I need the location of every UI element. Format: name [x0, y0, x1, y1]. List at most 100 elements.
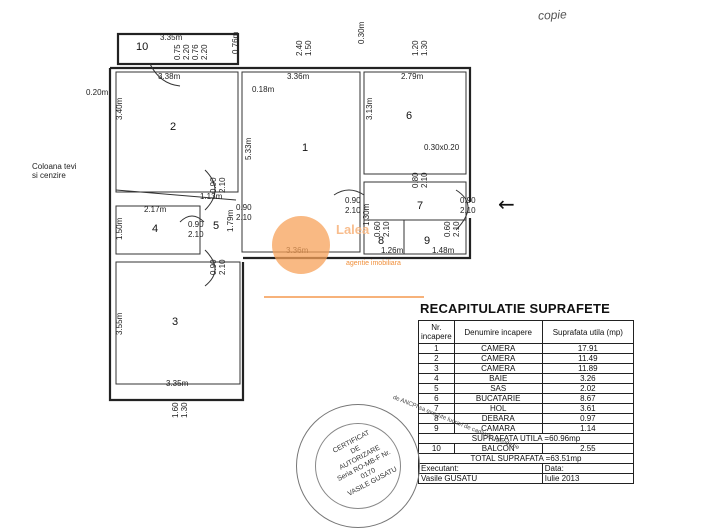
dim-r4-height: 1.50m [115, 217, 124, 240]
stamp-inner-ring [315, 423, 401, 509]
room-number-2: 2 [170, 121, 176, 133]
dim-r1-height: 5.33m [244, 137, 253, 160]
svg-text:1.20: 1.20 [411, 40, 420, 56]
dim-r1-width-top: 3.36m [287, 72, 310, 81]
cell-suprafata: 11.89 [541, 363, 635, 374]
dim-r2-height: 3.40m [115, 97, 124, 120]
svg-text:2.10: 2.10 [460, 206, 476, 215]
svg-text:2.10: 2.10 [452, 221, 461, 237]
svg-text:0.90: 0.90 [236, 203, 252, 212]
header-nr: Nr. incapere [418, 320, 455, 344]
opening-door-r6: 0.80 2.10 [411, 172, 429, 188]
svg-text:0.80: 0.80 [411, 172, 420, 188]
dim-wall-020: 0.20m [86, 88, 109, 97]
cell-denumire: BALCON [453, 443, 543, 454]
dim-r2-width: 3.38m [158, 72, 181, 81]
svg-text:0.90: 0.90 [345, 196, 361, 205]
cell-denumire: BAIE [453, 373, 543, 384]
room-number-10: 10 [136, 41, 148, 53]
dim-r3-width: 3.35m [166, 379, 189, 388]
authorization-stamp: CERTIFICAT DE AUTORIZARE Seria RO-MB-F N… [296, 404, 420, 528]
room-number-6: 6 [406, 110, 412, 122]
svg-text:2.10: 2.10 [236, 213, 252, 222]
dim-r8-width: 1.26m [381, 246, 404, 255]
dim-wall-076: 0.76m [231, 31, 240, 54]
dim-r6-width: 2.79m [401, 72, 424, 81]
copy-note: copie [537, 7, 568, 23]
svg-text:1.50: 1.50 [304, 40, 313, 56]
room-number-4: 4 [152, 223, 158, 235]
room-number-1: 1 [302, 142, 308, 154]
svg-text:2.10: 2.10 [420, 172, 429, 188]
cell-denumire: BUCATARIE [453, 393, 543, 404]
cell-nr: 10 [418, 443, 455, 454]
cell-nr: 9 [418, 423, 455, 434]
cell-nr: 4 [418, 373, 455, 384]
room-number-9: 9 [424, 235, 430, 247]
cell-denumire: DEBARA [453, 413, 543, 424]
cell-suprafata: 11.49 [541, 353, 635, 364]
dim-r6-height: 3.13m [365, 97, 374, 120]
cell-executant-label: Executant: [418, 463, 543, 474]
dim-r1-width-bottom: 3.36m [286, 246, 309, 255]
entry-arrow-icon: ← [498, 192, 515, 216]
cell-data-label: Data: [541, 463, 635, 474]
svg-text:2.20: 2.20 [200, 44, 209, 60]
svg-text:2.10: 2.10 [188, 230, 204, 239]
room-number-8: 8 [378, 235, 384, 247]
dim-wall-018: 0.18m [252, 85, 275, 94]
header-suprafata: Suprafata utila (mp) [541, 320, 635, 344]
dim-r4-width: 2.17m [144, 205, 167, 214]
dim-balcony-width: 3.35m [160, 33, 183, 42]
cell-denumire: CAMERA [453, 363, 543, 374]
dim-r5-height: 1.79m [226, 209, 235, 232]
room-number-5: 5 [213, 220, 219, 232]
cell-denumire: HOL [453, 403, 543, 414]
svg-text:0.90: 0.90 [209, 259, 218, 275]
opening-door-r8: 0.60 2.10 [373, 221, 391, 237]
svg-text:2.40: 2.40 [295, 40, 304, 56]
cell-suprafata: 0.97 [541, 413, 635, 424]
svg-text:0.75: 0.75 [173, 44, 182, 60]
dim-r6-door: 0.30x0.20 [424, 143, 460, 152]
cell-suprafata: 2.02 [541, 383, 635, 394]
cell-denumire: CAMERA [453, 343, 543, 354]
opening-door-balcony-1: 0.75 2.20 [173, 44, 191, 60]
cell-suprafata: 8.67 [541, 393, 635, 404]
svg-text:1.30: 1.30 [420, 40, 429, 56]
opening-win-r6-top: 1.20 1.30 [411, 40, 429, 56]
pipe-column-line [115, 189, 237, 201]
cell-nr: 3 [418, 363, 455, 374]
pipe-column-note-line2: si cenzire [32, 171, 66, 180]
floor-plan: 1 2 3 4 5 6 7 8 9 10 Coloana tevi si cen… [32, 21, 515, 418]
cell-suprafata: 1.14 [541, 423, 635, 434]
svg-text:0.90: 0.90 [460, 196, 476, 205]
pipe-column-note-line1: Coloana tevi [32, 162, 77, 171]
balcony-outline [116, 32, 240, 66]
recap-exec-label-row: Executant:Data: [418, 463, 635, 474]
svg-text:2.10: 2.10 [218, 259, 227, 275]
cell-denumire: CAMERA [453, 353, 543, 364]
cell-data-value: Iulie 2013 [541, 473, 635, 484]
cell-suprafata: 17.91 [541, 343, 635, 354]
svg-text:0.90: 0.90 [188, 220, 204, 229]
opening-door-r1-left: 0.90 2.10 [345, 196, 361, 215]
recap-total-row: TOTAL SUPRAFATA =63.51mp [418, 453, 634, 464]
dim-r9-width: 1.48m [432, 246, 455, 255]
dim-sas-width: 1.13m [200, 192, 223, 201]
cell-executant-name: Vasile GUSATU [418, 473, 543, 484]
svg-text:0.76: 0.76 [191, 44, 200, 60]
opening-door-balcony-2: 0.76 2.20 [191, 44, 209, 60]
cell-nr: 2 [418, 353, 455, 364]
cell-suprafata-utila: SUPRAFATA UTILA =60.96mp [418, 433, 634, 444]
opening-win-r3: 1.60 1.30 [171, 402, 189, 418]
